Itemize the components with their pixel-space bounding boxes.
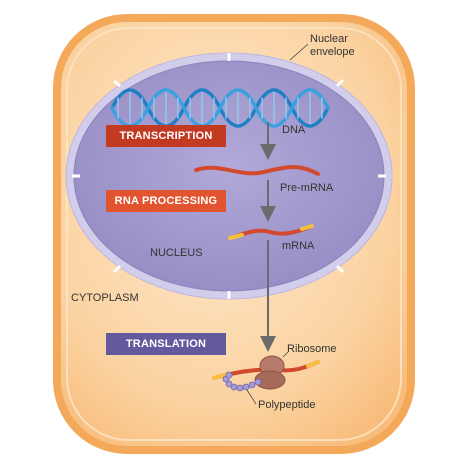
nuclear-envelope-leader — [289, 43, 309, 61]
dna-helix — [110, 88, 330, 128]
nuclear-envelope-label-line2: envelope — [310, 46, 355, 58]
translation-box: TRANSLATION — [106, 333, 226, 355]
rna-processing-box: RNA PROCESSING — [106, 190, 226, 212]
nuclear-envelope-label: Nuclear envelope — [310, 33, 355, 59]
nucleus-label: NUCLEUS — [150, 247, 203, 259]
polypeptide-chain — [222, 371, 262, 392]
ribosome-label: Ribosome — [287, 343, 337, 355]
cell-membrane-inner — [66, 27, 402, 441]
polypeptide-leader — [246, 389, 257, 405]
nuclear-envelope-label-line1: Nuclear — [310, 33, 348, 45]
nuclear-pores — [72, 53, 386, 299]
dna-label: DNA — [282, 124, 306, 136]
ribosome — [254, 355, 286, 390]
pre-mrna-strand — [194, 165, 320, 176]
transcription-box: TRANSCRIPTION — [106, 125, 226, 147]
mrna-strand — [228, 224, 314, 240]
pre-mrna-label: Pre-mRNA — [280, 182, 334, 194]
cytoplasm-label: CYTOPLASM — [71, 292, 139, 304]
polypeptide-label: Polypeptide — [258, 399, 316, 411]
mrna-label: mRNA — [282, 240, 315, 252]
ribosome-leader — [282, 351, 289, 358]
